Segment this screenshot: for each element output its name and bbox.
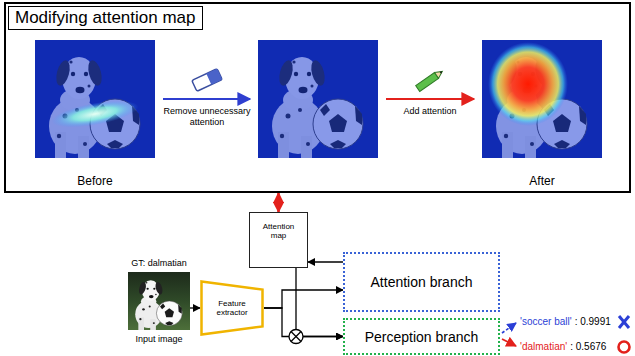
image-caption: Input image	[135, 334, 182, 344]
class-name: 'dalmatian'	[520, 341, 567, 352]
branch-box: Perception branch	[343, 318, 500, 355]
box-label: Perception branch	[365, 329, 479, 345]
prediction-row: 'dalmatian': 0.5676	[520, 341, 606, 352]
box-label: Attention map	[258, 222, 300, 240]
attention-map-box: Attention map	[249, 212, 308, 268]
image-caption: Before	[77, 174, 112, 188]
box-label: Feature extractor	[210, 299, 254, 317]
connector	[190, 307, 200, 308]
connector	[277, 193, 280, 212]
trapezoid-shape	[202, 282, 263, 335]
score: : 0.5676	[570, 341, 606, 352]
box-label: Attention branch	[371, 274, 473, 290]
image-heading: GT: dalmatian	[131, 258, 187, 268]
connector	[264, 290, 343, 308]
score: : 0.9991	[575, 316, 611, 327]
connector	[308, 261, 343, 262]
arrow-label: Add attention	[403, 106, 456, 116]
image-caption: After	[529, 174, 554, 188]
connector	[264, 308, 343, 337]
section-frame: Modifying attention map	[4, 2, 631, 193]
feature-extractor: Feature extractor	[200, 280, 264, 336]
input-image: GT: dalmatianInput image	[128, 272, 190, 330]
prediction-row: 'soccer ball': 0.9991	[520, 316, 611, 327]
section-heading: Modifying attention map	[8, 6, 203, 30]
arrow-label: Remove unnecessary attention	[159, 106, 255, 128]
branch-box: Attention branch	[343, 252, 500, 312]
connector	[296, 268, 343, 337]
class-name: 'soccer ball'	[520, 316, 572, 327]
